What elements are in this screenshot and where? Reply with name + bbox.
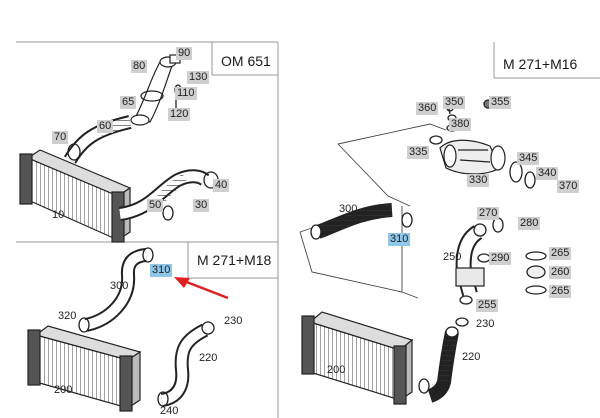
callout-200-m18: 200	[54, 384, 73, 396]
callout-220-m18: 220	[199, 352, 218, 364]
callout-70: 70	[52, 131, 69, 144]
pointer-arrow	[174, 277, 229, 300]
callout-300-m16: 300	[339, 203, 358, 215]
callout-265-lower: 265	[549, 285, 572, 298]
callout-130: 130	[187, 71, 210, 84]
charge-air-pipe-80	[130, 54, 181, 126]
intercooler-m18	[27, 325, 142, 412]
callout-320: 320	[58, 310, 77, 322]
charge-air-hose-300-m18	[78, 247, 154, 333]
callout-380: 380	[449, 118, 472, 131]
callout-330: 330	[467, 174, 490, 187]
charge-air-hose-300-m16	[310, 203, 413, 240]
callout-260: 260	[549, 266, 572, 279]
charge-air-hose-220-m16	[418, 326, 459, 403]
callout-200-m16: 200	[327, 364, 346, 376]
charge-air-pipe-250	[455, 217, 504, 327]
callout-110: 110	[175, 87, 197, 100]
callout-255: 255	[476, 299, 499, 312]
callout-60: 60	[97, 120, 114, 133]
callout-230-m16: 230	[476, 318, 495, 330]
callout-270: 270	[477, 207, 500, 220]
callout-230-m18: 230	[224, 315, 243, 327]
callout-355: 355	[489, 96, 512, 109]
intercooler-om651	[19, 149, 132, 243]
callout-310-m16: 310	[388, 233, 411, 246]
callout-120: 120	[168, 108, 191, 121]
callout-360: 360	[416, 102, 439, 115]
callout-340: 340	[536, 167, 559, 180]
callout-50: 50	[147, 199, 164, 212]
charge-air-hose-30	[118, 169, 219, 221]
callout-280: 280	[518, 217, 541, 230]
callout-290: 290	[489, 252, 512, 265]
callout-370: 370	[557, 180, 580, 193]
panel-frames	[16, 41, 600, 418]
callout-250: 250	[443, 251, 462, 263]
callout-310-m18: 310	[150, 264, 173, 277]
panel-title-m271-m16: M 271+M16	[500, 55, 581, 73]
panel-title-m271-m18: M 271+M18	[194, 251, 275, 269]
charge-air-pipe-330	[439, 139, 506, 175]
panel-title-om651: OM 651	[218, 52, 274, 70]
callout-90: 90	[176, 47, 193, 60]
callout-240: 240	[160, 405, 179, 417]
callout-300-m18: 300	[110, 280, 129, 292]
callout-40: 40	[213, 179, 230, 192]
charge-air-hose-220-m18	[157, 321, 215, 407]
intercooler-m16	[301, 311, 414, 405]
callout-10: 10	[52, 209, 65, 221]
callout-80: 80	[131, 60, 148, 73]
callout-30: 30	[193, 199, 210, 212]
callout-65: 65	[120, 96, 137, 109]
callout-265-upper: 265	[549, 247, 572, 260]
callout-345: 345	[517, 152, 540, 165]
seal-rings-m16	[525, 251, 547, 295]
callout-220-m16: 220	[462, 351, 481, 363]
callout-335: 335	[407, 146, 430, 159]
callout-350: 350	[443, 96, 466, 109]
